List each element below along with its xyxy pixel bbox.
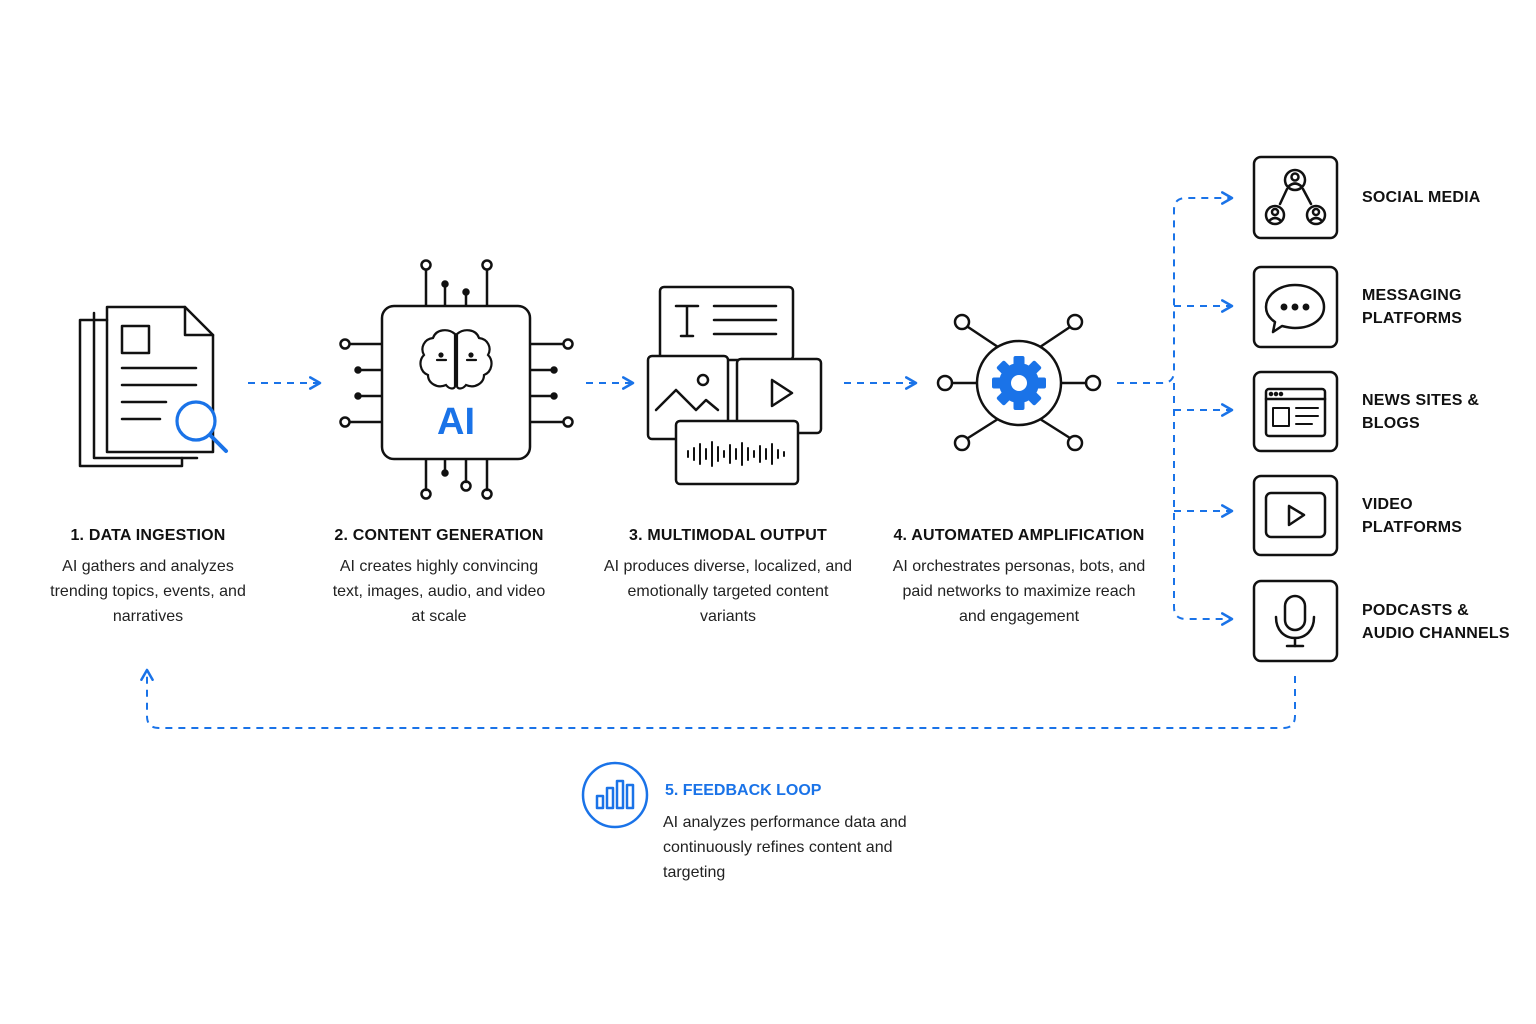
channel-social-media: SOCIAL MEDIA <box>1362 186 1481 209</box>
social-network-icon <box>1252 155 1339 240</box>
step-automated-amplification: 4. AUTOMATED AMPLIFICATION AI orchestrat… <box>888 527 1150 629</box>
step-description: AI gathers and analyzes trending topics,… <box>50 558 246 625</box>
chat-bubble-icon <box>1252 265 1339 349</box>
chip-ai-label: AI <box>437 401 475 443</box>
multimedia-cards-icon <box>646 285 823 486</box>
feedback-loop-arrow <box>140 668 1296 729</box>
gear-icon <box>992 356 1046 410</box>
step-description: AI produces diverse, localized, and emot… <box>603 558 853 625</box>
play-icon <box>1252 474 1339 557</box>
ai-chip-brain-icon <box>339 259 574 500</box>
feedback-description-text: AI analyzes performance data and continu… <box>663 814 907 881</box>
step-title: 4. AUTOMATED AMPLIFICATION <box>893 527 1145 544</box>
distribution-connector <box>1117 191 1234 626</box>
channel-podcasts-audio: PODCASTS & AUDIO CHANNELS <box>1362 599 1510 645</box>
channel-label-line: VIDEO <box>1362 496 1413 513</box>
channel-label-line: NEWS SITES & <box>1362 392 1480 409</box>
channel-news-sites-blogs: NEWS SITES & BLOGS <box>1362 389 1479 435</box>
channel-label-line: PLATFORMS <box>1362 310 1463 327</box>
channel-label-line: AUDIO CHANNELS <box>1362 625 1510 642</box>
step-data-ingestion: 1. DATA INGESTION AI gathers and analyze… <box>38 527 258 629</box>
step-multimodal-output: 3. MULTIMODAL OUTPUT AI produces diverse… <box>603 527 853 629</box>
brain-icon <box>419 329 493 390</box>
step-title: 2. CONTENT GENERATION <box>334 527 544 544</box>
step-title: 3. MULTIMODAL OUTPUT <box>628 527 828 544</box>
channel-label-line: PLATFORMS <box>1362 519 1463 536</box>
step-description: AI orchestrates personas, bots, and paid… <box>892 558 1146 625</box>
channel-video-platforms: VIDEO PLATFORMS <box>1362 493 1462 539</box>
feedback-loop-title: 5. FEEDBACK LOOP <box>665 782 822 799</box>
feedback-loop-description: AI analyzes performance data and continu… <box>663 810 913 885</box>
microphone-icon <box>1252 579 1339 663</box>
step-content-generation: 2. CONTENT GENERATION AI creates highly … <box>325 527 553 629</box>
channel-label-line: BLOGS <box>1362 415 1420 432</box>
news-browser-icon <box>1252 370 1339 453</box>
documents-search-icon <box>78 305 228 468</box>
channel-label-line: MESSAGING <box>1362 287 1462 304</box>
channel-label-line: SOCIAL MEDIA <box>1362 189 1481 206</box>
channel-messaging-platforms: MESSAGING PLATFORMS <box>1362 284 1462 330</box>
bar-chart-icon <box>581 761 649 829</box>
step-description: AI creates highly convincing text, image… <box>332 558 546 625</box>
channel-label-line: PODCASTS & <box>1362 602 1469 619</box>
step-title: 1. DATA INGESTION <box>70 527 226 544</box>
